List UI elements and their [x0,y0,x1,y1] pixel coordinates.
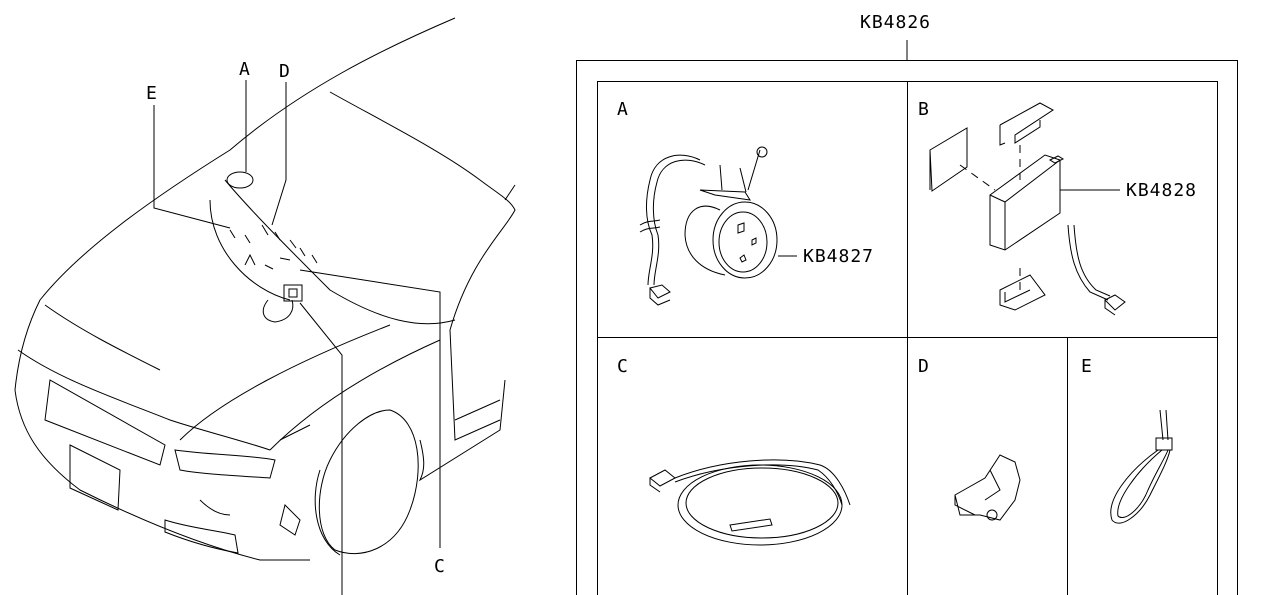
callout-e: E [146,83,157,104]
callout-c: C [434,556,445,577]
panel-b: B KB4828 [918,99,1197,316]
kit-part-number: KB4826 [860,12,931,33]
panel-letter-e: E [1081,356,1092,377]
part-number-kb4828: KB4828 [1126,180,1197,201]
kit-outer-frame [576,60,1238,595]
callout-d: D [279,61,290,82]
callout-a: A [239,59,250,80]
part-number-kb4827: KB4827 [803,246,874,267]
panel-letter-c: C [617,356,628,377]
panel-d: D [918,356,1021,521]
panel-e: E [1081,356,1173,524]
panel-a: A KB4827 [617,99,874,306]
panel-letter-d: D [918,356,929,377]
panel-letter-a: A [617,99,628,120]
panel-c: C [617,356,851,546]
panel-letter-b: B [918,99,929,120]
vehicle-illustration: A D E C [14,17,516,595]
